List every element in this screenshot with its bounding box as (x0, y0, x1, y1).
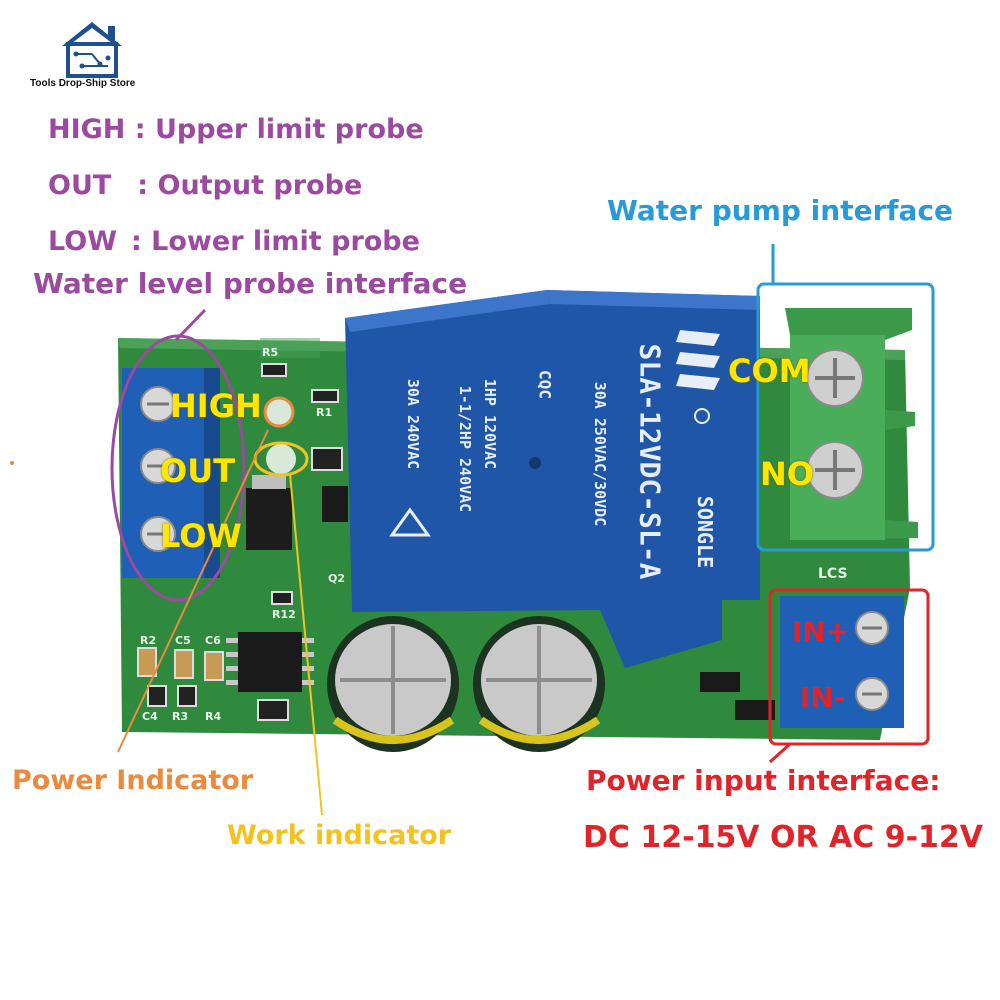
pcb-label-q2: Q2 (328, 572, 346, 585)
store-logo (52, 18, 132, 78)
probe-pointer (174, 308, 207, 342)
legend-title: Water level probe interface (33, 267, 468, 300)
work-indicator-pointer (289, 473, 323, 816)
pcb-label-c4: C4 (142, 710, 158, 723)
smd-diode (700, 672, 740, 692)
smd-cap (204, 651, 224, 681)
pcb-label-r12: R12 (272, 608, 296, 621)
smd-diode (735, 700, 775, 720)
pcb-label-lcs: LCS (818, 566, 848, 582)
smd-resistor (177, 685, 197, 707)
work-led (266, 444, 296, 474)
mosfet (246, 488, 292, 550)
work-indicator-label: Work indicator (227, 820, 452, 851)
smd-resistor (261, 363, 287, 377)
store-name: Tools Drop-Ship Store (30, 78, 136, 89)
relay-rating: 30A 250VAC/30VDC (591, 381, 609, 527)
terminal-in-plus: IN+ (792, 615, 850, 648)
terminal-in-minus: IN- (800, 681, 846, 714)
legend-out: OUT: Output probe (48, 170, 363, 201)
relay-model: SLA-12VDC-SL-A (633, 343, 667, 580)
terminal-com: COM (728, 352, 811, 390)
power-indicator-pointer (117, 429, 269, 753)
ic-chip (238, 632, 302, 692)
smd-resistor (322, 486, 348, 522)
pcb-label-r2: R2 (140, 634, 157, 647)
terminal-no: NO (760, 455, 814, 493)
pcb-label-c5: C5 (175, 634, 191, 647)
smd-resistor (257, 699, 289, 721)
relay-cert: CQC (535, 370, 555, 399)
house-circuit-icon (62, 22, 122, 78)
smd-resistor (147, 685, 167, 707)
relay-hp-120: 1HP 120VAC (481, 378, 499, 470)
terminal-low: LOW (160, 517, 242, 555)
smd-resistor (311, 447, 343, 471)
pump-highlight-box (756, 282, 935, 552)
relay (345, 290, 760, 668)
pcb-label-r1: R1 (316, 406, 333, 419)
pcb-label-r4: R4 (205, 710, 222, 723)
pcb-label-r5: R5 (262, 346, 279, 359)
power-input-spec: DC 12-15V OR AC 9-12V (583, 820, 983, 855)
smd-resistor (271, 591, 293, 605)
terminal-out: OUT (160, 452, 236, 490)
relay-current: 30A 240VAC (404, 378, 422, 470)
relay-brand: SONGLE (693, 495, 717, 569)
smd-cap (137, 647, 157, 677)
power-indicator-label: Power Indicator (12, 765, 254, 796)
pcb-label-c6: C6 (205, 634, 221, 647)
water-pump-title: Water pump interface (607, 194, 954, 227)
power-led (263, 396, 295, 428)
relay-hp-240: 1-1/2HP 240VAC (456, 385, 474, 513)
legend-high: HIGH : Upper limit probe (48, 114, 424, 145)
smd-cap (174, 649, 194, 679)
legend-low: LOW: Lower limit probe (48, 226, 420, 257)
power-highlight-box (768, 588, 930, 746)
power-input-title: Power input interface: (586, 764, 941, 797)
smd-resistor (311, 389, 339, 403)
power-pointer (768, 742, 792, 764)
pcb-label-r3: R3 (172, 710, 189, 723)
terminal-high: HIGH (170, 387, 262, 425)
